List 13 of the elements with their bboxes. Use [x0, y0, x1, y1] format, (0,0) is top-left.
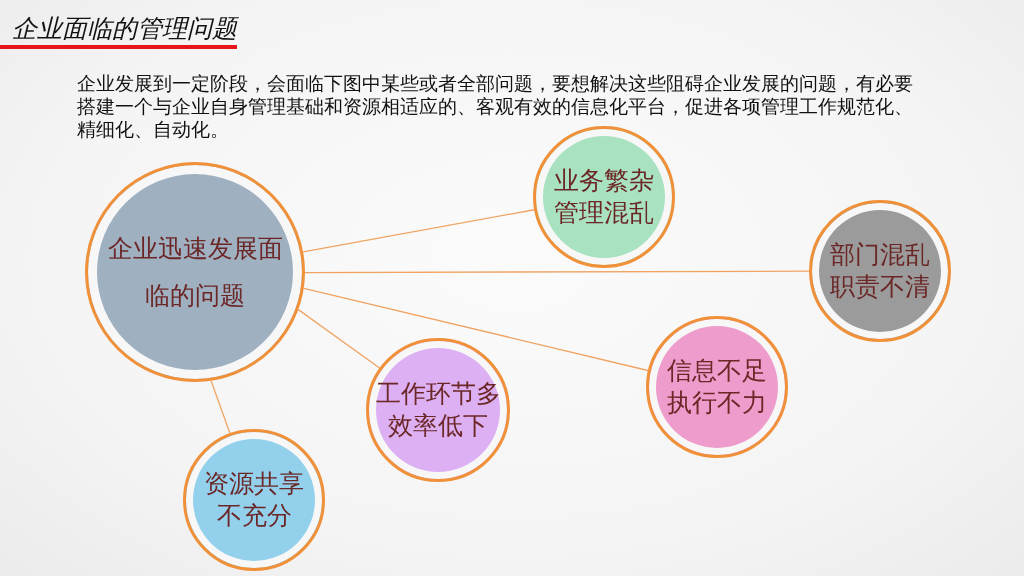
connector-line — [302, 209, 535, 253]
connector-line — [297, 308, 381, 369]
topic-text: 企业迅速发展面临的问题 — [106, 233, 284, 312]
page-title: 企业面临的管理问题 — [12, 13, 237, 45]
problem-text: 业务繁杂管理混乱 — [553, 165, 655, 229]
problem-text: 工作环节多效率低下 — [374, 378, 502, 442]
problem-text: 资源共享不充分 — [203, 468, 305, 532]
connector-line — [304, 270, 810, 274]
connector-line — [210, 380, 231, 434]
connector-line — [303, 287, 649, 372]
problem-text: 部门混乱职责不清 — [829, 239, 931, 303]
intro-paragraph: 企业发展到一定阶段，会面临下图中某些或者全部问题，要想解决这些阻碍企业发展的问题，有必要搭建一个与企业自身管理基础和资源相适应的、客观有效的信息化平台，促进各项管理工作规范化、精细化、自动化。 — [77, 72, 914, 141]
problem-text: 信息不足执行不力 — [666, 355, 768, 419]
